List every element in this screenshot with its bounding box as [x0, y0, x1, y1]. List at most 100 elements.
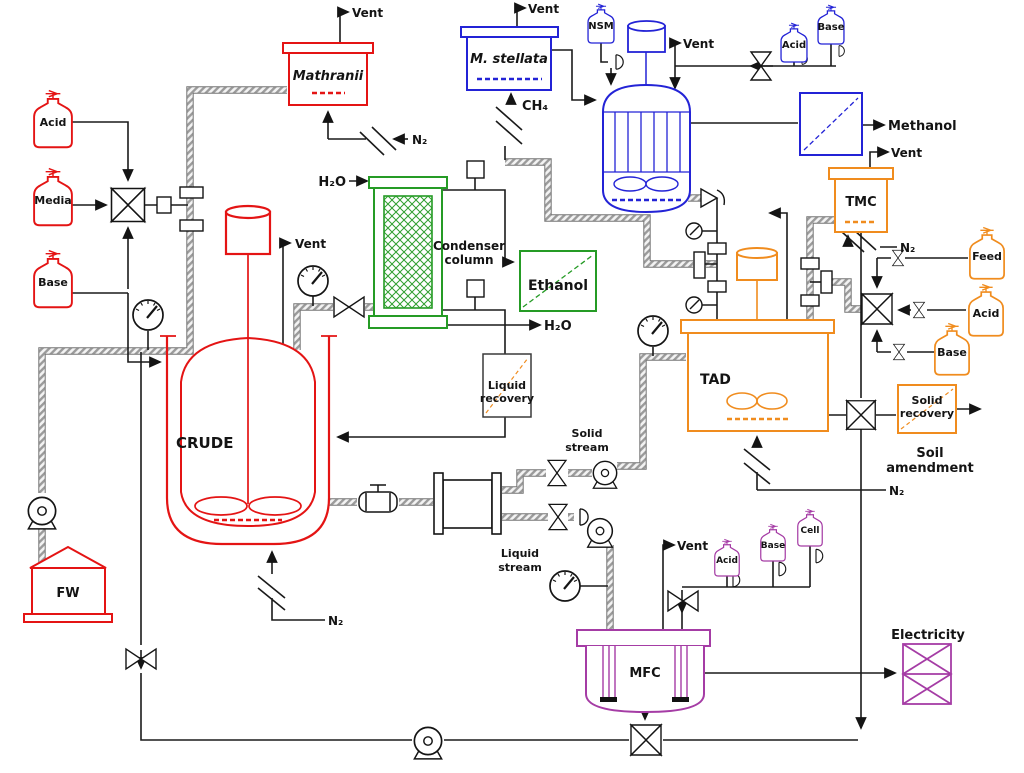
cell-mfc-label: Cell — [801, 526, 820, 536]
fw-label: FW — [56, 586, 79, 601]
vent-label: Vent — [295, 237, 326, 251]
mathranii-label: Mathranii — [293, 69, 364, 84]
base-orange-label: Base — [937, 346, 967, 359]
pressure-gauge-fw — [131, 298, 165, 332]
line-to-liquid-recovery — [442, 309, 506, 354]
n2-regulator-tad — [743, 448, 886, 491]
h2o-out-label: H₂O — [544, 319, 572, 334]
check-valve — [700, 187, 726, 209]
n2-label: N₂ — [889, 484, 904, 498]
tad-label: TAD — [700, 372, 731, 388]
line-mstellata-vent — [514, 2, 527, 27]
fw-pump — [27, 496, 57, 530]
electricity-label: Electricity — [891, 628, 965, 643]
feed-label: Feed — [972, 250, 1002, 263]
liquid-stream-pump — [586, 517, 614, 548]
methanol-label: Methanol — [888, 119, 957, 134]
ch4-regulator — [495, 106, 523, 160]
line-mathranii-vent — [337, 6, 350, 43]
instrument-block — [466, 279, 485, 298]
valve-base-blue — [838, 45, 845, 57]
valve-cell-mfc — [815, 548, 824, 564]
tad-reactor — [680, 247, 835, 432]
svg-text:stream: stream — [565, 441, 609, 454]
pipe-couplings — [156, 160, 833, 307]
n2-regulator-tmc — [841, 229, 897, 253]
methanotroph-reactor — [602, 20, 691, 214]
n2-label: N₂ — [900, 241, 915, 255]
svg-text:column: column — [444, 253, 493, 267]
n2-regulator-crude — [257, 575, 325, 621]
pressure-gauge-mfc — [548, 569, 582, 603]
line-mfc-vent — [662, 539, 676, 630]
crude-reactor — [160, 204, 337, 546]
line-mfc-manifold — [682, 546, 811, 588]
solid-stream-label: Solid — [572, 427, 603, 440]
liquid-stream-label: Liquid — [501, 547, 539, 560]
line-nsm-feed — [600, 38, 608, 63]
line-tad-gas-return — [768, 207, 788, 320]
line-mstellata-to-reactor — [551, 49, 597, 106]
four-way-valve-solids — [846, 400, 876, 430]
crude-label: CRUDE — [176, 434, 233, 452]
recycle-pump — [413, 726, 443, 760]
soil-amendment-label: Soil — [916, 446, 943, 461]
mfc-electrodes — [602, 646, 688, 699]
line-bottom-loop — [140, 352, 858, 741]
vent-label: Vent — [528, 2, 559, 16]
instrument-block — [466, 160, 485, 179]
line-recovery-recycle — [336, 417, 506, 443]
valve-pump-inlet — [579, 508, 589, 526]
nsm-label: NSM — [588, 21, 614, 32]
acid-mfc-label: Acid — [716, 556, 738, 566]
mathranii-vessel — [282, 42, 374, 106]
acid-orange-label: Acid — [973, 307, 1000, 320]
vent-label: Vent — [352, 6, 383, 20]
gate-valve-mfc — [667, 590, 699, 612]
indicator-bottom — [685, 296, 703, 314]
line-acid-feed — [72, 121, 134, 182]
vent-label: Vent — [683, 37, 714, 51]
liquid-recovery-box — [482, 353, 532, 418]
line-crude-vent — [279, 237, 292, 348]
acid-blue-label: Acid — [782, 40, 806, 51]
valve-base-mfc — [778, 561, 787, 577]
valve-liquid-stream — [548, 503, 568, 531]
electricity-box — [901, 643, 953, 705]
ch4-label: CH₄ — [522, 99, 548, 114]
ethanol-label: Ethanol — [528, 278, 588, 294]
n2-label: N₂ — [412, 133, 427, 147]
process-lines — [72, 2, 982, 741]
pressure-gauge-crude — [296, 264, 330, 298]
valve-base-right — [893, 343, 905, 361]
liquid-recovery-label: Liquid — [488, 379, 526, 392]
base-left-label: Base — [38, 276, 68, 289]
fw-tank — [23, 545, 113, 623]
line-ethanol-out — [442, 189, 515, 268]
tmc-label: TMC — [845, 195, 876, 210]
valve-solid-stream — [547, 459, 567, 487]
svg-text:stream: stream — [498, 561, 542, 574]
valve-nsm — [615, 54, 624, 70]
membrane-tubes — [614, 112, 681, 172]
svg-text:recovery: recovery — [900, 407, 954, 420]
four-way-valve-media — [110, 187, 146, 223]
four-way-valve-bottom — [630, 724, 662, 756]
condenser-column — [368, 176, 448, 329]
svg-text:amendment: amendment — [886, 461, 974, 476]
mfc-cell — [576, 629, 711, 714]
pressure-gauge-tad — [636, 314, 670, 348]
ethanol-box — [519, 250, 597, 312]
base-mfc-label: Base — [761, 541, 785, 551]
solid-recovery-box — [897, 384, 957, 434]
mstellata-vessel — [460, 26, 559, 91]
condenser-label: Condenser — [433, 239, 505, 253]
mfc-label: MFC — [629, 666, 660, 681]
svg-text:recovery: recovery — [480, 392, 534, 405]
methanol-membrane-box — [799, 92, 863, 156]
h2o-in-label: H₂O — [318, 175, 346, 190]
base-blue-label: Base — [817, 22, 844, 33]
media-label: Media — [34, 194, 71, 207]
